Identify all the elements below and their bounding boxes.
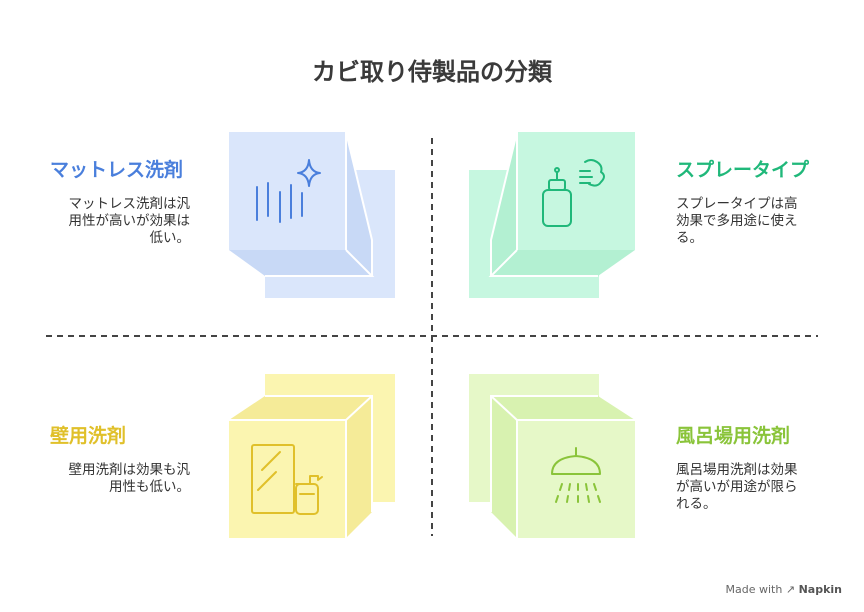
box-bottom-right (469, 374, 635, 538)
shower-head-icon (551, 447, 601, 503)
made-with-napkin: Made with ↗ Napkin (726, 583, 842, 596)
sparkle-lines-icon (256, 159, 321, 223)
box-top-right (469, 131, 635, 298)
desc-bath: 風呂場用洗剤は効果 が高いが用途が限ら れる。 (676, 462, 836, 513)
heading-spray: スプレータイプ (676, 159, 810, 181)
made-with-label: Made with (725, 583, 783, 596)
heading-mattress: マットレス洗剤 (50, 159, 184, 181)
desc-line: マットレス洗剤は汎 (68, 196, 191, 212)
desc-line: スプレータイプは高 (676, 196, 798, 212)
desc-line: る。 (676, 230, 703, 246)
box-bottom-left (229, 374, 395, 538)
desc-line: 壁用洗剤は効果も汎 (68, 462, 191, 478)
page-title: カビ取り侍製品の分類 (312, 58, 552, 86)
desc-spray: スプレータイプは高 効果で多用途に使え る。 (676, 196, 836, 247)
desc-line: 低い。 (149, 230, 191, 246)
heading-bath: 風呂場用洗剤 (676, 425, 791, 447)
box-top-left (229, 131, 395, 298)
desc-line: 風呂場用洗剤は効果 (676, 462, 798, 478)
napkin-brand: Napkin (798, 583, 842, 596)
napkin-logo-icon: ↗ (785, 583, 796, 596)
desc-wall: 壁用洗剤は効果も汎 用性も低い。 (40, 462, 191, 496)
desc-line: 効果で多用途に使え (676, 213, 798, 229)
desc-line: 用性も低い。 (109, 479, 190, 495)
wall-spray-icon (251, 444, 323, 515)
desc-line: 用性が高いが効果は (68, 213, 191, 229)
desc-mattress: マットレス洗剤は汎 用性が高いが効果は 低い。 (40, 196, 191, 247)
desc-line: が高いが用途が限ら (676, 479, 798, 495)
heading-wall: 壁用洗剤 (50, 425, 127, 447)
desc-line: れる。 (676, 496, 717, 512)
spray-bottle-icon (542, 159, 605, 227)
